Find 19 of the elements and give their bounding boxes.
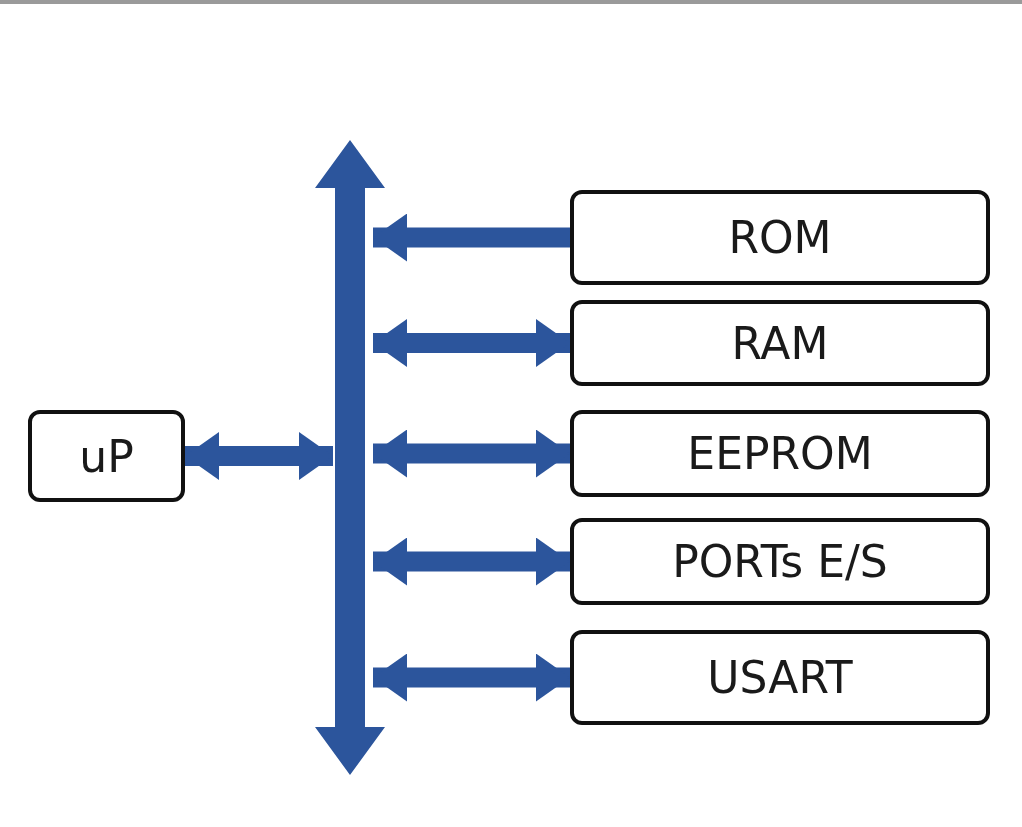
bus-connector-arrow [373,319,570,367]
bus-connector-arrow [373,537,570,586]
bus-connector-arrow [373,429,570,478]
block-label: ROM [728,212,832,263]
block-box [570,518,990,605]
block-label: RAM [731,317,829,369]
block-box [570,190,990,285]
bus-arrow [315,140,385,775]
block-label: PORTs E/S [672,536,888,587]
block-label: uP [79,430,134,482]
block-label: EEPROM [687,428,873,479]
block-box [570,630,990,725]
block-box [570,300,990,386]
block-box [570,410,990,497]
bus-connector-arrow [373,653,570,702]
bus-connector-arrow [373,213,570,262]
bus-connector-arrow [185,432,333,480]
block-label: USART [707,652,853,703]
block-box [28,410,185,502]
